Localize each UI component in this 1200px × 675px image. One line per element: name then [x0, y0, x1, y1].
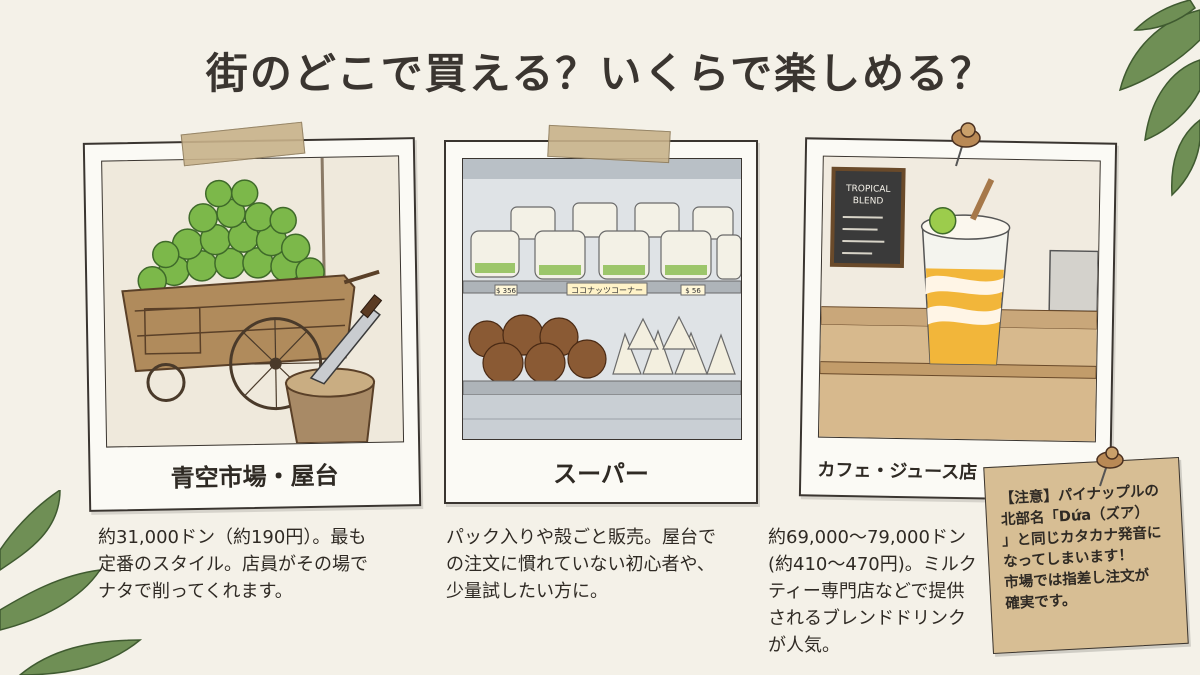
card-supermarket-caption: スーパー — [553, 460, 649, 488]
description-line: ティー専門店などで提供 — [768, 581, 965, 602]
card-cafe: TROPICAL BLEND カフェ・ジュース店 — [798, 137, 1118, 502]
card-supermarket: $ 356 ココナッツコーナー $ 56 スーパー — [444, 140, 758, 504]
description-line: されるブレンドドリンク — [768, 608, 966, 629]
description-line: 定番のスタイル。店員がその場で — [98, 554, 368, 575]
card-market-caption: 青空市場・屋台 — [170, 461, 339, 493]
warning-note-text: 【注意】パイナップルの 北部名「Dứa（ズア） 」と同じカタカナ発音に なってし… — [999, 480, 1177, 615]
card-supermarket-description: パック入りや殻ごと販売。屋台で の注文に慣れていない初心者や、 少量試したい方に… — [446, 524, 766, 605]
cafe-photo: TROPICAL BLEND — [817, 155, 1101, 443]
market-photo — [101, 155, 405, 448]
description-line: 約69,000〜79,000ドン — [768, 527, 966, 548]
cafe-drink-illustration: TROPICAL BLEND — [818, 156, 1100, 442]
price-tag-left: $ 356 — [496, 287, 517, 295]
palm-leaf-top-right-icon — [1118, 0, 1200, 197]
board-title-2: BLEND — [853, 196, 884, 207]
card-market-description: 約31,000ドン（約190円）。最も 定番のスタイル。店員がその場で ナタで削… — [98, 524, 408, 605]
description-line: ナタで削ってくれます。 — [98, 581, 293, 602]
shelf-label: ココナッツコーナー — [571, 286, 643, 295]
price-tag-right: $ 56 — [685, 287, 701, 295]
description-line: の注文に慣れていない初心者や、 — [446, 554, 715, 575]
card-market: 青空市場・屋台 — [82, 137, 422, 512]
page-title: 街のどこで買える？いくらで楽しめる？ — [205, 49, 995, 98]
description-line: 約31,000ドン（約190円）。最も — [98, 527, 367, 548]
coconut-shelf-illustration: $ 356 ココナッツコーナー $ 56 — [463, 159, 741, 439]
description-line: (約410〜470円)。ミルク — [768, 554, 977, 575]
coconut-cart-illustration — [121, 157, 383, 445]
description-line: パック入りや殻ごと販売。屋台で — [446, 527, 716, 548]
push-pin-icon — [951, 122, 981, 167]
board-title-1: TROPICAL — [845, 184, 891, 195]
card-cafe-description: 約69,000〜79,000ドン (約410〜470円)。ミルク ティー専門店な… — [768, 524, 988, 659]
warning-note: 【注意】パイナップルの 北部名「Dứa（ズア） 」と同じカタカナ発音に なってし… — [983, 456, 1189, 655]
tape-strip — [547, 124, 671, 164]
description-line: が人気。 — [768, 635, 840, 656]
push-pin-icon — [1096, 446, 1124, 487]
description-line: 少量試したい方に。 — [446, 581, 608, 602]
palm-leaf-bottom-left-icon — [0, 490, 143, 675]
supermarket-photo: $ 356 ココナッツコーナー $ 56 — [462, 158, 742, 440]
